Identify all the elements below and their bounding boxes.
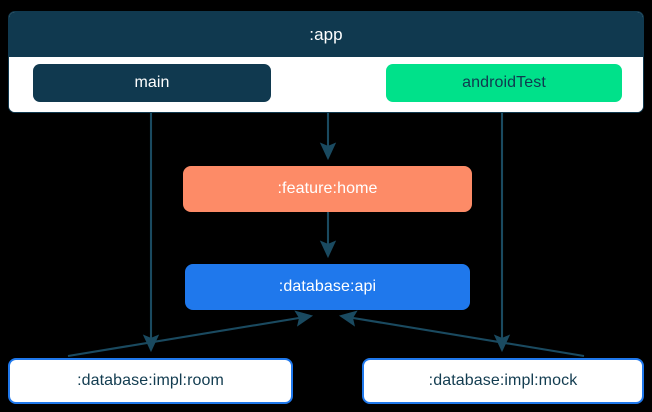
subgraph-app-title: :app [9, 12, 643, 57]
subgraph-app[interactable]: :app main androidTest [8, 11, 644, 113]
subgraph-app-body: main androidTest [9, 57, 643, 112]
node-database-impl-room[interactable]: :database:impl:room [8, 358, 293, 404]
node-feature-home[interactable]: :feature:home [183, 166, 472, 212]
node-database-api[interactable]: :database:api [185, 264, 470, 310]
node-androidtest[interactable]: androidTest [386, 64, 622, 102]
node-main[interactable]: main [33, 64, 271, 102]
edge-room-to-database-api [67, 310, 314, 358]
node-database-impl-mock[interactable]: :database:impl:mock [362, 358, 644, 404]
edge-mock-to-database-api [338, 310, 585, 358]
